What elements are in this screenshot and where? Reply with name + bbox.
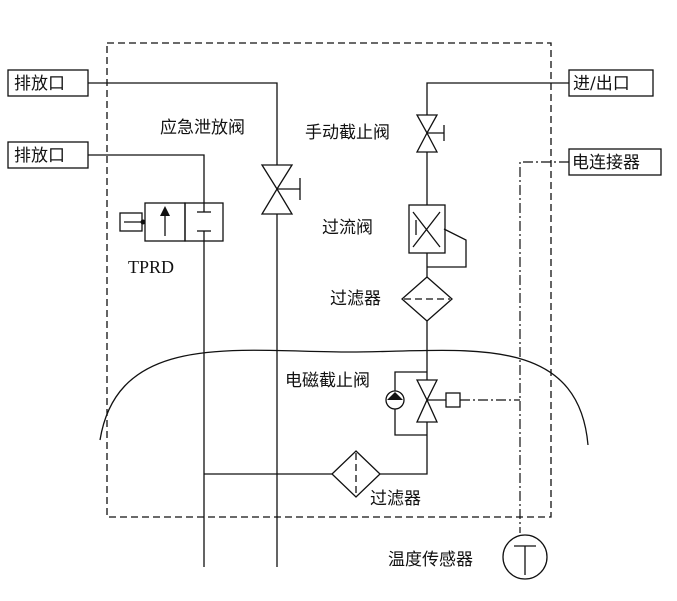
tprd-symbol bbox=[119, 202, 224, 242]
emergency-relief-valve-symbol bbox=[260, 164, 301, 215]
excess-flow-valve-symbol bbox=[408, 204, 467, 268]
tprd-label: TPRD bbox=[128, 257, 174, 277]
manual-shutoff-valve-symbol bbox=[415, 114, 445, 153]
emergency-relief-valve-label: 应急泄放阀 bbox=[160, 118, 245, 138]
solenoid-shutoff-valve-symbol bbox=[385, 371, 520, 436]
tprd-line-top bbox=[88, 154, 205, 203]
inlet-outlet-label: 进/出口 bbox=[573, 74, 630, 94]
manual-shutoff-valve-label: 手动截止阀 bbox=[305, 123, 390, 143]
filter-lower-symbol bbox=[331, 450, 381, 498]
filter-upper-label: 过滤器 bbox=[330, 289, 381, 309]
excess-flow-valve-label: 过流阀 bbox=[322, 218, 373, 238]
electrical-signal-line bbox=[519, 161, 569, 533]
valve-body-boundary bbox=[106, 42, 552, 518]
exhaust-port-1-label: 排放口 bbox=[14, 74, 65, 94]
main-line-4 bbox=[380, 422, 428, 475]
temperature-sensor-label: 温度传感器 bbox=[388, 550, 473, 570]
solenoid-shutoff-valve-label: 电磁截止阀 bbox=[285, 371, 370, 391]
electrical-connector-label: 电连接器 bbox=[572, 153, 640, 173]
exhaust-port-2-label: 排放口 bbox=[14, 146, 65, 166]
filter-lower-label: 过滤器 bbox=[370, 489, 421, 509]
relief-line-top bbox=[88, 82, 278, 165]
filter-upper-symbol bbox=[401, 276, 453, 322]
inlet-line-top bbox=[426, 82, 569, 115]
temperature-sensor-symbol bbox=[502, 534, 548, 580]
tank-outline bbox=[99, 349, 589, 446]
